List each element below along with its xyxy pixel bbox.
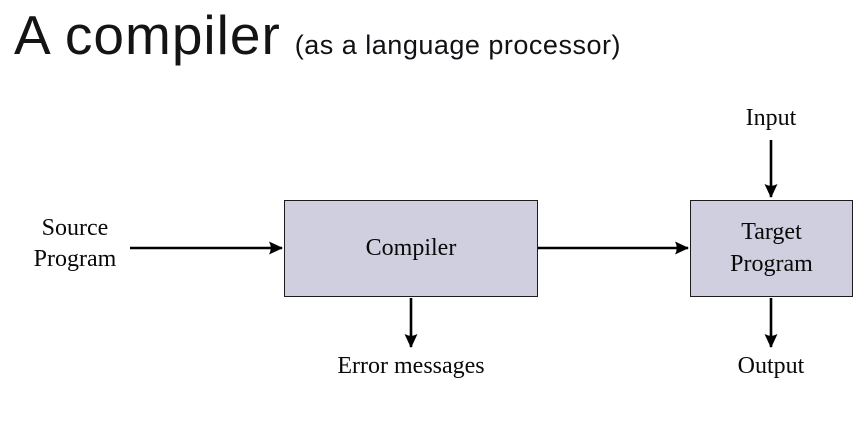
target-program-box: Target Program xyxy=(690,200,853,297)
compiler-box-label: Compiler xyxy=(365,234,457,261)
title-main: A compiler xyxy=(14,4,281,66)
output-label: Output xyxy=(737,353,805,379)
title-subtitle: (as a language processor) xyxy=(294,30,621,60)
target-program-box-label: Target Program xyxy=(730,219,813,277)
source-program-label: Source Program xyxy=(33,215,117,273)
page-title: A compiler (as a language processor) xyxy=(14,2,621,68)
input-label: Input xyxy=(745,105,797,131)
error-messages-label: Error messages xyxy=(337,353,485,379)
compiler-box: Compiler xyxy=(284,200,538,297)
